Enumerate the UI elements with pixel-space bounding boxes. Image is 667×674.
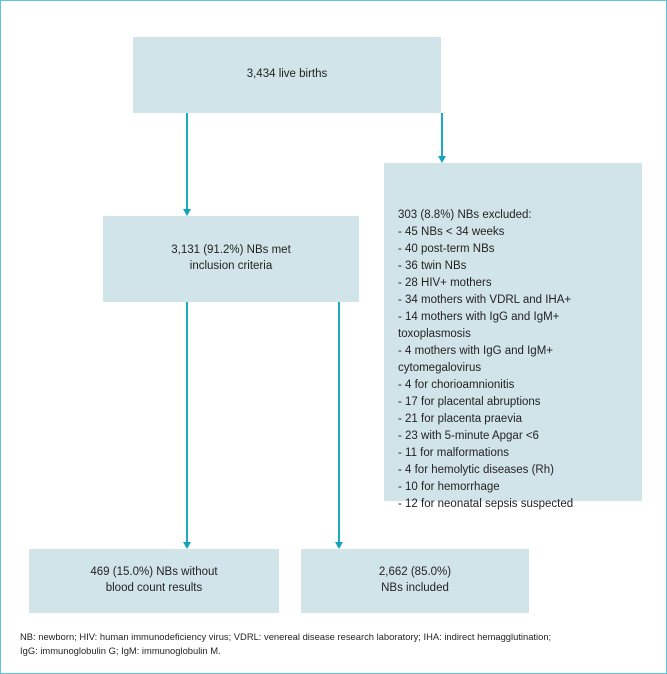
node-live-births-label: 3,434 live births bbox=[246, 68, 328, 81]
node-excluded-label: 303 (8.8%) NBs excluded: - 45 NBs < 34 w… bbox=[398, 209, 574, 511]
arrow-shaft bbox=[338, 302, 340, 542]
arrow-shaft bbox=[441, 113, 443, 156]
arrow-head-icon bbox=[438, 156, 446, 163]
arrow-shaft bbox=[186, 113, 188, 209]
node-no-blood-count-label: 469 (15.0%) NBs without blood count resu… bbox=[90, 566, 218, 594]
node-inclusion-criteria: 3,131 (91.2%) NBs met inclusion criteria bbox=[103, 216, 359, 302]
node-included-label: 2,662 (85.0%) NBs included bbox=[378, 566, 452, 594]
node-inclusion-criteria-label: 3,131 (91.2%) NBs met inclusion criteria bbox=[171, 244, 291, 272]
arrow-head-icon bbox=[183, 209, 191, 216]
node-live-births: 3,434 live births bbox=[133, 37, 441, 113]
node-included: 2,662 (85.0%) NBs included bbox=[301, 549, 529, 613]
arrow-head-icon bbox=[183, 542, 191, 549]
node-excluded: 303 (8.8%) NBs excluded: - 45 NBs < 34 w… bbox=[384, 163, 642, 510]
arrow-head-icon bbox=[335, 542, 343, 549]
figure-footnote: NB: newborn; HIV: human immunodeficiency… bbox=[20, 631, 552, 657]
arrow-shaft bbox=[186, 302, 188, 542]
node-no-blood-count: 469 (15.0%) NBs without blood count resu… bbox=[29, 549, 279, 613]
